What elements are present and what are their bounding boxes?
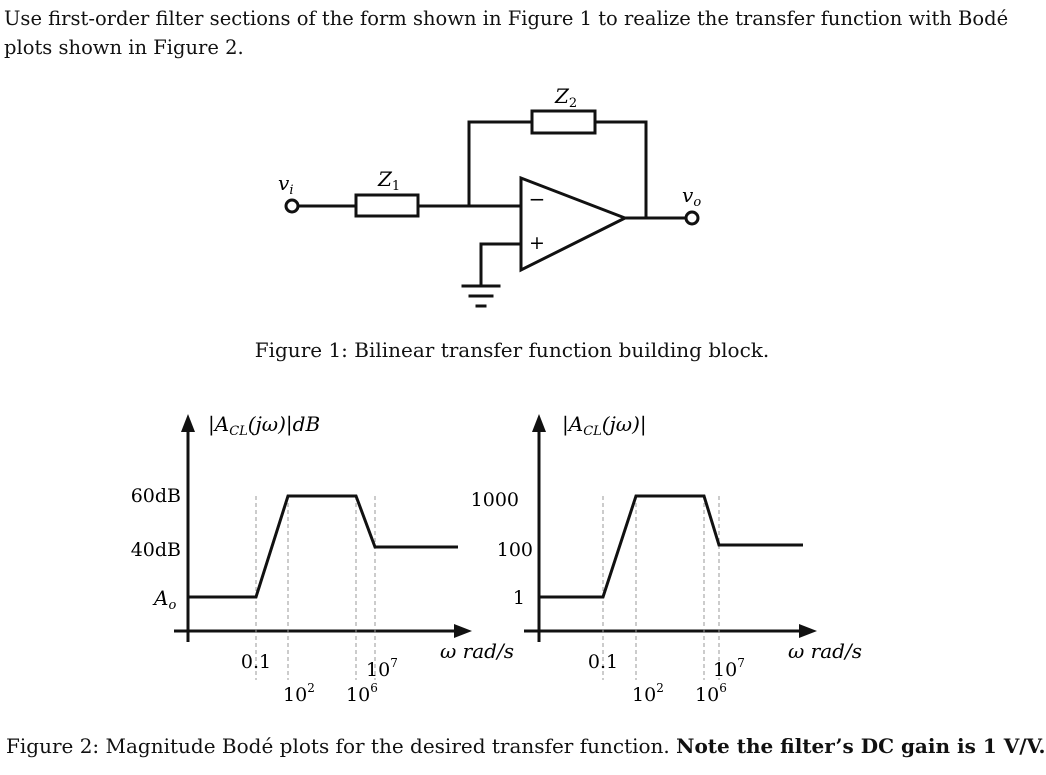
left-y-axis-label: |ACL(jω)|dB (208, 412, 320, 439)
left-plot-axes (174, 414, 472, 642)
right-bode-curve (539, 494, 803, 599)
output-terminal (684, 210, 700, 226)
left-y-tick-60db: 60dB (131, 485, 181, 507)
figure2-caption: Figure 2: Magnitude Bodé plots for the d… (6, 734, 1046, 758)
figure1-circuit: − + vi vo Z1 Z2 (278, 84, 701, 308)
left-x-tick-10e2: 102 (283, 681, 315, 706)
right-x-tick-10e6: 106 (695, 681, 727, 706)
right-x-tick-0.1: 0.1 (588, 651, 618, 673)
right-x-tick-10e7: 107 (713, 656, 745, 681)
left-y-tick-ao: Ao (152, 586, 176, 613)
left-x-tick-0.1: 0.1 (241, 651, 271, 673)
right-x-axis-label: ω rad/s (788, 639, 862, 663)
opamp-plus-label: + (529, 232, 545, 254)
left-y-axis-arrow (181, 414, 195, 432)
left-x-axis-arrow (454, 624, 472, 638)
left-x-tick-10e6: 106 (346, 681, 378, 706)
right-x-axis-arrow (799, 624, 817, 638)
z1-label: Z1 (377, 167, 400, 194)
opamp-minus-label: − (529, 187, 546, 211)
input-terminal (284, 198, 300, 214)
figure2-caption-plain: Figure 2: Magnitude Bodé plots for the d… (6, 734, 670, 758)
output-label: vo (682, 183, 701, 210)
z2-label: Z2 (554, 84, 577, 111)
problem-text: Use first-order filter sections of the f… (4, 7, 1009, 59)
left-bode-curve (188, 494, 458, 599)
opamp-triangle (519, 175, 629, 273)
right-x-tick-10e2: 102 (632, 681, 664, 706)
left-x-tick-10e7: 107 (366, 656, 398, 681)
right-plot-axes (524, 414, 817, 642)
right-y-tick-100: 100 (497, 539, 533, 561)
right-y-axis-label: |ACL(jω)| (562, 412, 647, 439)
input-label: vi (278, 171, 293, 198)
left-y-tick-40db: 40dB (131, 539, 181, 561)
right-y-axis-arrow (532, 414, 546, 432)
right-y-tick-1000: 1000 (471, 489, 519, 511)
left-x-axis-label: ω rad/s (440, 639, 514, 663)
right-y-tick-1: 1 (513, 587, 525, 609)
figure2-bode-plots: |ACL(jω)|dB |ACL(jω)| 60dB 40dB Ao 1000 … (131, 412, 862, 706)
figure1-caption: Figure 1: Bilinear transfer function bui… (254, 338, 770, 362)
figure2-caption-bold: Note the filter’s DC gain is 1 V/V. (676, 734, 1046, 758)
